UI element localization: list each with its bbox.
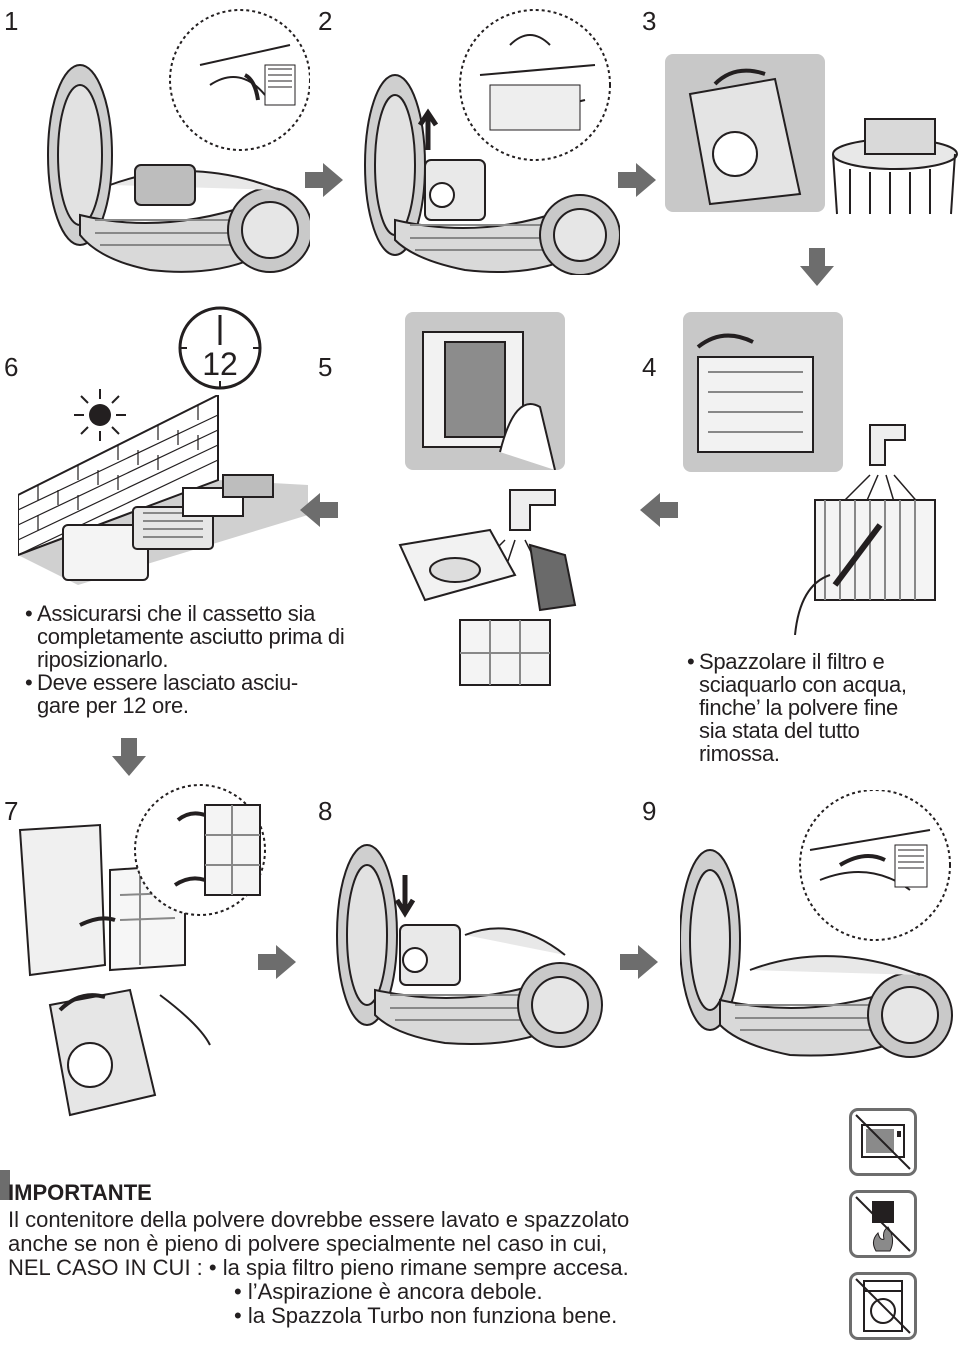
important-body: Il contenitore della polvere dovrebbe es… [8,1208,629,1328]
step-5-sponge-illustration [405,312,565,470]
dust-container-icon [20,825,105,975]
brushing-note-line: sia stata del tutto [699,719,860,742]
vacuum-cleaner-icon [337,845,602,1047]
step-6-drying-illustration [18,395,318,590]
step-2-illustration [360,5,620,275]
filter-icon [815,500,935,600]
drying-note: •Assicurarsi che il cassetto sia complet… [25,602,395,717]
step-number-9: 9 [642,798,656,824]
arrow-down-icon [112,738,146,776]
arrow-right-icon [620,945,658,979]
clock-icon: 12 [175,303,265,393]
no-fire-drying-icon [849,1190,917,1258]
important-line-2: anche se non è pieno di polvere specialm… [8,1232,629,1256]
clock-label: 12 [202,346,238,382]
important-bullet-1: la spia filtro pieno rimane sempre acces… [223,1255,629,1280]
sponge-icon [445,342,505,437]
drying-note-line: Assicurarsi che il cassetto sia [37,602,315,625]
no-washing-machine-icon [849,1272,917,1340]
brushing-note-line: rimossa. [699,742,780,765]
brushing-note-line: Spazzolare il filtro e [699,650,884,673]
step-number-1: 1 [4,8,18,34]
arrow-down-icon [800,248,834,286]
drying-note-line: gare per 12 ore. [37,694,189,717]
brushing-note-line: sciaquarlo con acqua, [699,673,907,696]
important-line-1: Il contenitore della polvere dovrebbe es… [8,1208,629,1232]
important-title: IMPORTANTE [8,1180,152,1206]
water-tap-icon [870,425,905,465]
arrow-left-icon [640,493,678,527]
step-number-5: 5 [318,354,332,380]
sponge-icon [530,545,575,610]
arrow-right-icon [305,163,343,197]
brushing-note-line: finche’ la polvere fine [699,696,898,719]
down-arrow-icon [397,875,413,913]
drying-note-line: Deve essere lasciato asciu- [37,671,298,694]
arrow-right-icon [258,945,296,979]
important-bullet-2: l’Aspirazione è ancora debole. [248,1279,543,1304]
no-oven-drying-icon [849,1108,917,1176]
arrow-right-icon [618,163,656,197]
step-number-4: 4 [642,354,656,380]
brushing-note: •Spazzolare il filtro e sciaquarlo con a… [687,650,957,765]
step-8-illustration [335,815,605,1050]
step-5-wash-illustration [390,475,620,690]
step-4-rinse-illustration [790,405,940,635]
step-number-2: 2 [318,8,332,34]
important-case-label: NEL CASO IN CUI : [8,1255,203,1280]
water-tap-icon [510,490,555,530]
arrow-left-icon [300,493,338,527]
step-3-illustration [665,54,965,219]
step-number-3: 3 [642,8,656,34]
drying-note-line: riposizionarlo. [37,648,168,671]
step-number-8: 8 [318,798,332,824]
rotate-arrow-icon [698,336,753,347]
important-bullet-3: la Spazzola Turbo non funziona bene. [248,1303,617,1328]
sponge-icon [223,475,273,497]
step-9-illustration [680,790,960,1065]
trash-bin-icon [833,119,957,214]
drying-note-line: completamente asciutto prima di [37,625,344,648]
step-7-illustration [10,775,270,1160]
step-number-6: 6 [4,354,18,380]
step-1-illustration [40,5,310,275]
